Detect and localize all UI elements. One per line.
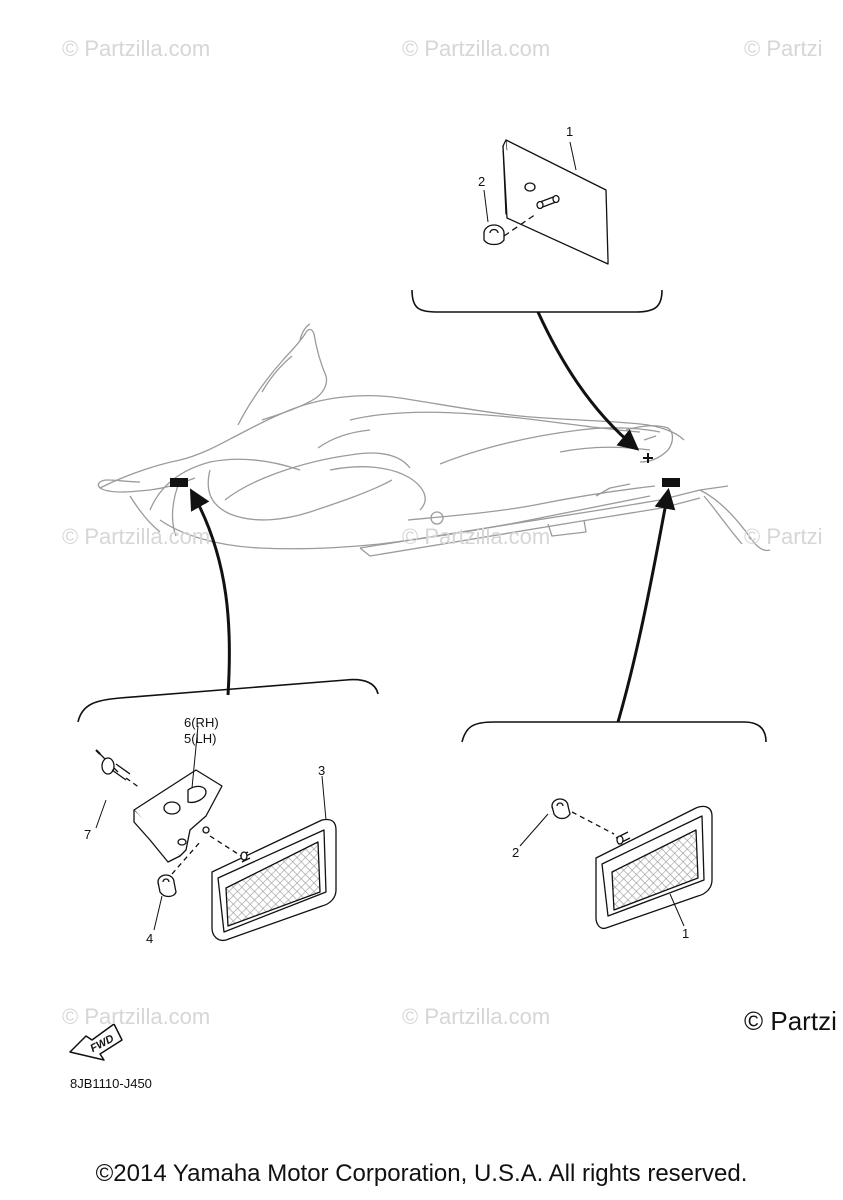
callout-right-nut: 2 <box>512 845 520 860</box>
rear-reflector-marker <box>662 478 680 487</box>
callout-bracket-rh: 6(RH) <box>184 715 219 730</box>
top-flange-nut <box>483 213 537 246</box>
watermark: © Partzilla.com <box>62 36 211 61</box>
right-leader-arrow <box>616 487 676 723</box>
watermark: © Partzilla.com <box>62 524 211 549</box>
left-reflector <box>209 818 337 942</box>
front-reflector-marker <box>170 478 188 487</box>
left-leader-arrow <box>189 488 231 696</box>
watermark: © Partzi <box>744 36 823 61</box>
watermark: © Partzilla.com <box>402 1004 551 1029</box>
rivet-part <box>95 749 141 789</box>
right-flange-nut <box>551 798 615 835</box>
callout-left-nut: 4 <box>146 931 154 946</box>
rear-plate-marker <box>643 453 653 463</box>
callout-left-reflector: 3 <box>318 763 326 778</box>
right-reflector <box>595 805 713 930</box>
watermark: © Partzilla.com <box>62 1004 211 1029</box>
watermark: © Partzilla.com <box>402 36 551 61</box>
watermark: © Partzi <box>744 1006 837 1036</box>
left-flange-nut <box>157 841 201 898</box>
top-leader-arrow <box>536 311 640 451</box>
callout-bracket-lh: 5(LH) <box>184 731 217 746</box>
copyright-footer: ©2014 Yamaha Motor Corporation, U.S.A. A… <box>95 1160 748 1187</box>
right-callout-bracket <box>461 721 767 743</box>
callout-rivet: 7 <box>84 827 92 842</box>
top-plate-reflector <box>502 139 609 265</box>
top-callout-bracket <box>411 289 663 313</box>
callout-top-nut: 2 <box>478 174 486 189</box>
callout-right-reflector: 1 <box>682 926 690 941</box>
snowmobile-illustration <box>97 323 771 557</box>
diagram-code: 8JB1110-J450 <box>70 1076 152 1091</box>
watermark: © Partzi <box>744 524 823 549</box>
reflector-bracket <box>133 769 223 863</box>
left-callout-bracket <box>77 678 379 723</box>
watermark: © Partzilla.com <box>402 524 551 549</box>
callout-top-plate: 1 <box>566 124 574 139</box>
